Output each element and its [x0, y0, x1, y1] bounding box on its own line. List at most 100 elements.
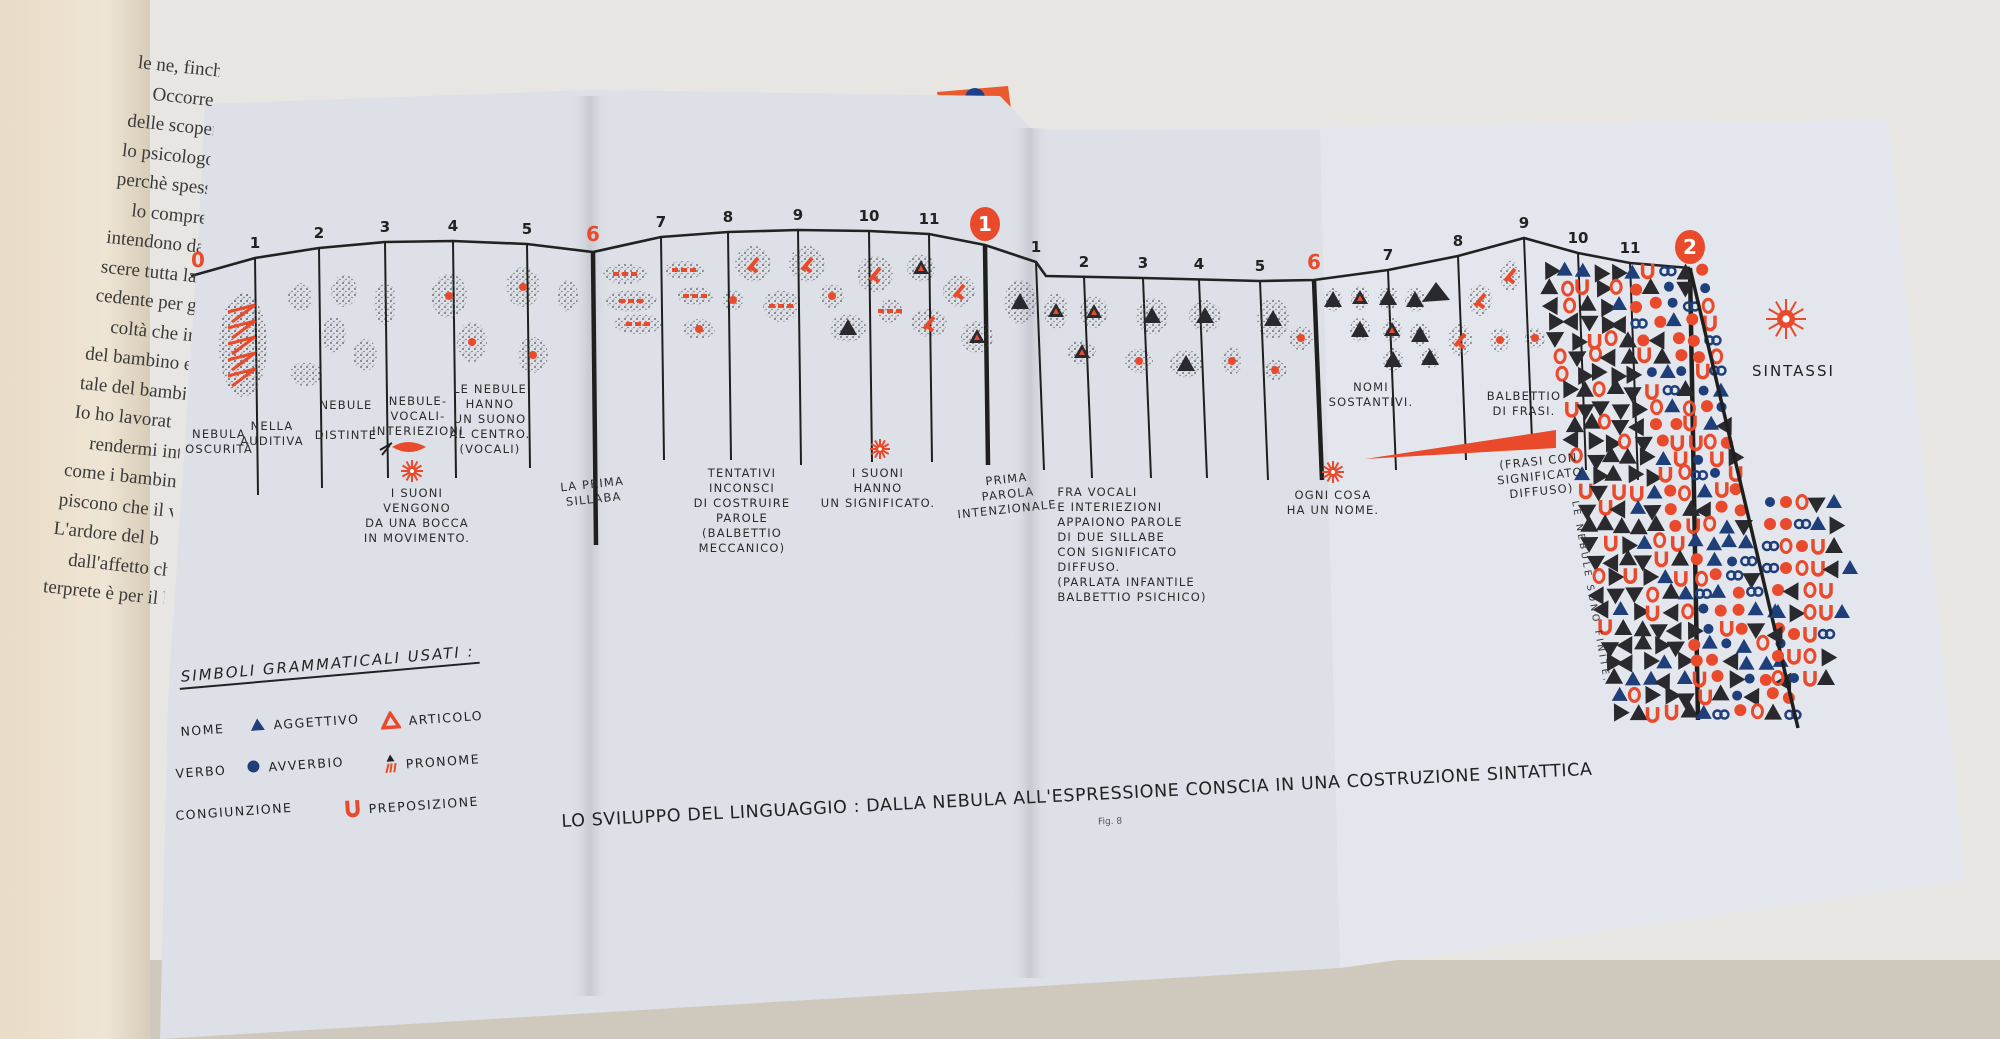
noun-triangle: [1628, 417, 1644, 437]
preposition-u: [1645, 605, 1660, 622]
infinity-symbol: [1768, 562, 1780, 574]
noun-triangle: [1616, 654, 1633, 673]
label-ogni-cosa: OGNI COSA HA UN NOME.: [1286, 488, 1380, 517]
verb-circle: [1734, 504, 1747, 517]
conjunction-ring: [1563, 297, 1577, 314]
noun-triangle: [1596, 279, 1613, 298]
nebula-red-dot: [1297, 334, 1305, 342]
noun-triangle: [1817, 669, 1835, 685]
adjective-triangle: [1656, 654, 1673, 669]
preposition-u: [1686, 518, 1700, 535]
preposition-u: [1565, 401, 1579, 418]
tick-number: 7: [1382, 246, 1394, 264]
noun-triangle: [1807, 497, 1826, 514]
timeline-tick: [1457, 255, 1467, 461]
noun-triangle: [1821, 648, 1838, 667]
noun-triangle: [1601, 315, 1618, 335]
mouth-icon: [392, 442, 426, 452]
stage-marker: 6: [586, 222, 600, 246]
adjective-triangle: [1737, 534, 1754, 549]
adjective-triangle: [1611, 686, 1628, 701]
noun-triangle: [1580, 537, 1599, 553]
conjunction-ring: [1803, 582, 1817, 598]
noun-triangle: [1612, 263, 1628, 283]
timeline-diagram: [190, 228, 1858, 729]
noun-triangle: [1618, 549, 1637, 566]
tick-number: 9: [1518, 214, 1530, 232]
label-balbettio-frasi: BALBETTIO DI FRASI.: [1486, 389, 1562, 418]
verb-circle: [1669, 519, 1682, 532]
label-nebule-distinte: NEBULE DISTINTE: [314, 398, 378, 442]
adjective-triangle: [1642, 670, 1659, 685]
conjunction-ring: [1681, 603, 1695, 620]
timeline-curve: [190, 228, 1691, 283]
preposition-u: [1811, 539, 1825, 555]
noun-triangle: [1622, 536, 1639, 555]
nebula-triangle: [1177, 355, 1195, 371]
preposition-u: [1696, 363, 1710, 380]
nebula-red-dot: [519, 283, 527, 291]
preposition-u: [1598, 619, 1612, 636]
nebula-red-dash: [769, 304, 775, 308]
timeline-tick: [660, 236, 665, 461]
verb-circle: [1664, 503, 1677, 516]
stage-marker: 6: [1307, 250, 1321, 274]
nebula-red-mark: [748, 264, 759, 274]
noun-triangle: [1594, 264, 1611, 283]
conjunction-ring: [1569, 447, 1583, 464]
timeline-tick: [727, 231, 732, 461]
legend-item-aggettivo: AGGETTIVO: [249, 710, 360, 735]
nebula-red-dash: [622, 272, 628, 276]
infinity-symbol: [1824, 628, 1836, 640]
adjective-triangle: [1735, 638, 1752, 653]
nebula-red-zigzag: [227, 303, 256, 324]
verb-circle: [1687, 334, 1700, 347]
verb-circle: [1630, 283, 1643, 296]
figure-number: Fig. 8: [1097, 816, 1123, 828]
adjective-triangle: [1842, 560, 1858, 574]
noun-triangle: [1600, 642, 1620, 658]
nebula-blob: [558, 280, 578, 312]
noun-triangle: [1611, 404, 1631, 421]
adjective-triangle: [1710, 583, 1727, 598]
red-wedge-arrow: [1365, 430, 1556, 459]
adverb-circle: [1710, 467, 1721, 478]
adjective-triangle: [1612, 601, 1629, 616]
adjective-triangle: [1630, 499, 1647, 514]
noun-triangle: [1634, 436, 1653, 453]
tick-number: 5: [1254, 257, 1266, 275]
nebula-red-zigzag: [227, 367, 256, 388]
conjunction-ring: [1653, 532, 1667, 549]
adjective-triangle: [1624, 264, 1641, 279]
preposition-u: [1578, 483, 1593, 500]
pronoun-mark-icon: [383, 753, 399, 777]
noun-triangle: [1591, 362, 1608, 382]
verb-circle: [1706, 653, 1719, 666]
noun-triangle: [1641, 278, 1660, 295]
noun-triangle: [1746, 623, 1766, 640]
verb-circle: [1715, 500, 1728, 513]
adverb-circle: [1698, 385, 1709, 396]
preposition-u: [1728, 466, 1743, 482]
noun-triangle: [1602, 553, 1619, 573]
noun-triangle: [1648, 331, 1665, 350]
verb-circle: [1649, 418, 1662, 431]
verb-circle: [1675, 349, 1688, 362]
verb-circle: [1735, 622, 1748, 635]
noun-triangle: [1610, 315, 1626, 335]
verb-circle: [1711, 670, 1724, 683]
verb-circle: [1654, 315, 1667, 328]
noun-triangle: [1606, 588, 1625, 605]
conjunction-ring: [1678, 464, 1692, 481]
adjective-triangle: [1665, 312, 1682, 327]
stage-marker: 2: [1675, 230, 1705, 264]
adjective-triangle: [1758, 655, 1775, 670]
adjective-triangle: [1703, 415, 1720, 430]
adjective-triangle: [1747, 601, 1764, 616]
sound-star-icon-core: [410, 469, 414, 473]
sintassi-star-icon-core: [1782, 315, 1790, 323]
nebula-blob: [374, 281, 396, 325]
preposition-u: [1645, 707, 1660, 723]
noun-triangle: [1633, 555, 1652, 572]
